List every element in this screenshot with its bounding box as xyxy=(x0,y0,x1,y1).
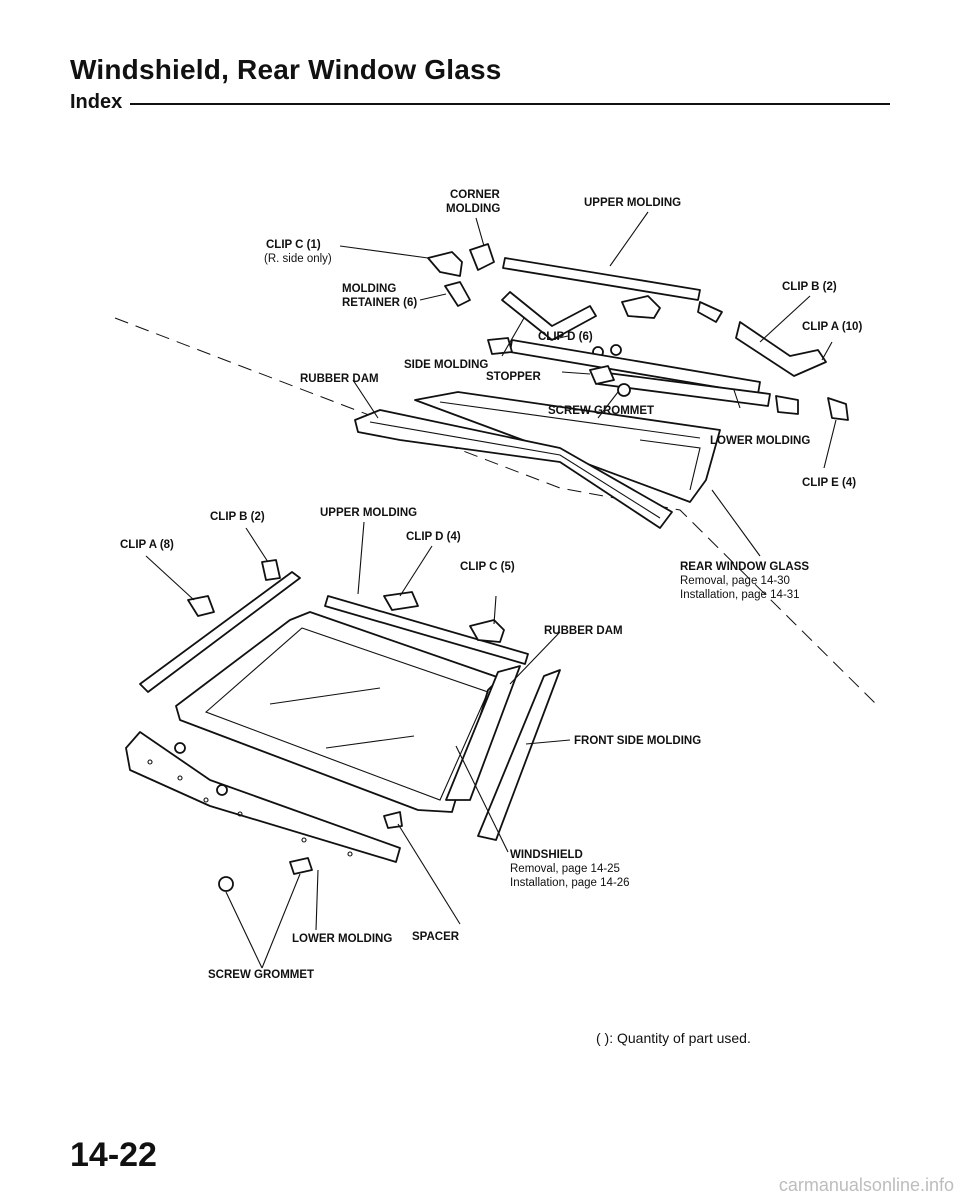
lower-molding-front-part xyxy=(125,731,401,863)
front-side-molding-part xyxy=(477,669,561,841)
screw-grommet-front-part xyxy=(218,876,234,892)
side-molding-bracket-part xyxy=(501,291,597,341)
small-clip-2 xyxy=(174,742,186,754)
small-clip-1 xyxy=(216,784,228,796)
label-clip-e-rear: CLIP E (4) xyxy=(802,477,856,489)
label-stopper: STOPPER xyxy=(486,371,541,383)
screw-grommet-rear-part xyxy=(617,383,631,397)
clip-c-rear-part xyxy=(427,251,463,277)
label-upper-molding-front: UPPER MOLDING xyxy=(320,507,417,519)
label-front-side-molding: FRONT SIDE MOLDING xyxy=(574,735,701,747)
label-clip-d-rear: CLIP D (6) xyxy=(538,331,593,343)
label-screw-grommet-rear: SCREW GROMMET xyxy=(548,405,654,417)
label-lower-molding-front: LOWER MOLDING xyxy=(292,933,392,945)
label-clip-c-rear-note: (R. side only) xyxy=(264,253,332,265)
bolt-2 xyxy=(610,344,622,356)
corner-molding-part xyxy=(469,243,495,271)
label-lower-molding-rear: LOWER MOLDING xyxy=(710,435,810,447)
leader-lines xyxy=(145,211,837,969)
label-clip-b-front: CLIP B (2) xyxy=(210,511,265,523)
label-upper-molding-rear: UPPER MOLDING xyxy=(584,197,681,209)
label-clip-b-rear: CLIP B (2) xyxy=(782,281,837,293)
page-number: 14-22 xyxy=(70,1136,157,1174)
clip-b-front-part xyxy=(261,559,281,581)
label-corner-molding-1: CORNER xyxy=(450,189,501,201)
label-molding-retainer-2: RETAINER (6) xyxy=(342,297,417,309)
clip-a-front-part xyxy=(187,595,215,617)
label-clip-d-front: CLIP D (4) xyxy=(406,531,461,543)
section-rule xyxy=(130,103,890,105)
label-rubber-dam-front: RUBBER DAM xyxy=(544,625,623,637)
label-side-molding: SIDE MOLDING xyxy=(404,359,488,371)
lower-clip-front-part xyxy=(289,857,313,875)
label-clip-c-front: CLIP C (5) xyxy=(460,561,515,573)
label-windshield: WINDSHIELD xyxy=(510,849,583,861)
quantity-legend: ( ): Quantity of part used. xyxy=(596,1030,751,1046)
label-corner-molding-2: MOLDING xyxy=(446,203,500,215)
label-ws-removal: Removal, page 14-25 xyxy=(510,863,620,875)
label-clip-a-rear: CLIP A (10) xyxy=(802,321,862,333)
rubber-dam-front-part xyxy=(445,665,521,801)
clip-c-front-part xyxy=(469,619,505,643)
label-ws-installation: Installation, page 14-26 xyxy=(510,877,630,889)
clip-e-rear-part xyxy=(827,397,849,421)
molding-retainer-part xyxy=(444,281,471,307)
label-screw-grommet-front: SCREW GROMMET xyxy=(208,969,314,981)
windshield-glass-part xyxy=(175,611,501,813)
footer-watermark: carmanualsonline.info xyxy=(778,1175,954,1195)
upper-molding-front-part xyxy=(324,595,529,665)
page-title: Windshield, Rear Window Glass xyxy=(70,54,502,85)
spacer-part xyxy=(383,811,403,829)
stopper-part xyxy=(589,365,615,385)
label-molding-retainer-1: MOLDING xyxy=(342,283,396,295)
rear-window-glass-part xyxy=(414,391,721,503)
section-heading: Index xyxy=(70,90,890,114)
upper-molding-rear-part xyxy=(502,257,701,301)
clip-b-rear-part xyxy=(621,295,661,319)
clip-d-front-part xyxy=(383,591,419,611)
label-rubber-dam-rear: RUBBER DAM xyxy=(300,373,379,385)
label-clip-a-front: CLIP A (8) xyxy=(120,539,174,551)
rubber-dam-rear-part xyxy=(354,409,673,529)
label-clip-c-rear: CLIP C (1) xyxy=(266,239,321,251)
clip-e-rear-part-2 xyxy=(775,395,799,415)
label-rear-removal: Removal, page 14-30 xyxy=(680,575,790,587)
clip-a-rear-part xyxy=(735,321,827,377)
section-title: Index xyxy=(70,90,123,113)
corner-molding-right-part xyxy=(697,301,723,323)
left-side-molding-part xyxy=(139,571,301,693)
label-spacer: SPACER xyxy=(412,931,460,943)
label-rear-window-glass: REAR WINDOW GLASS xyxy=(680,561,809,573)
label-rear-installation: Installation, page 14-31 xyxy=(680,589,800,601)
